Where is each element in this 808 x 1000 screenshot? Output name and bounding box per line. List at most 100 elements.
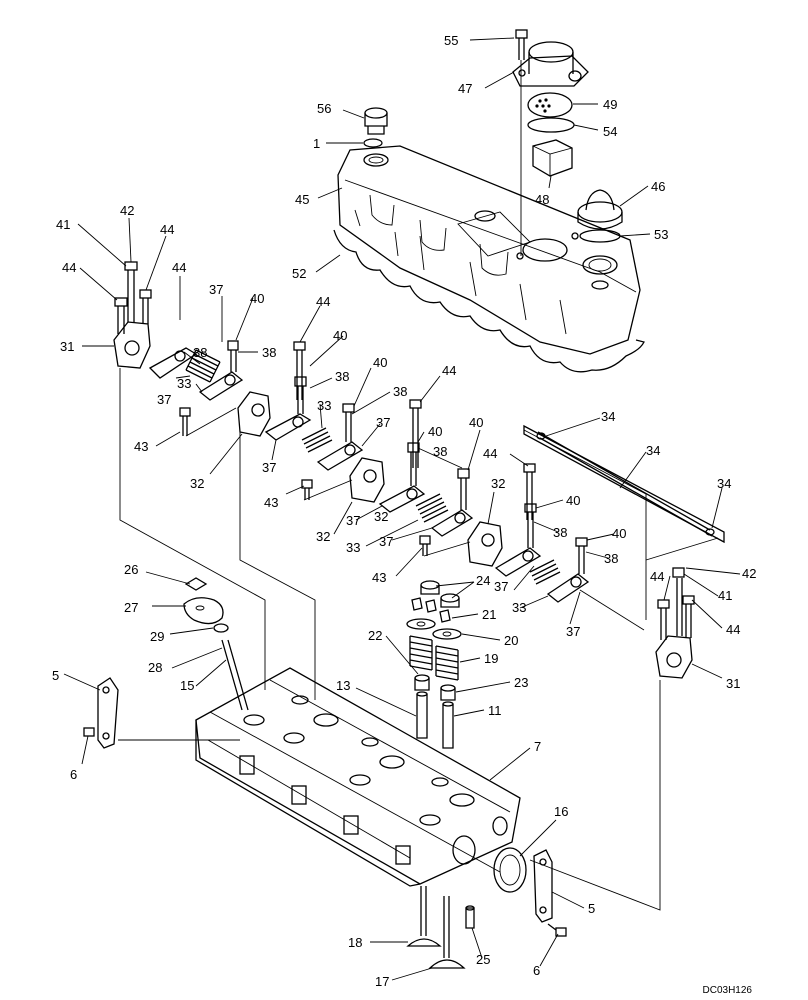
label-37: 37 [494, 579, 508, 594]
label-38: 38 [393, 384, 407, 399]
label-29: 29 [150, 629, 164, 644]
label-18: 18 [348, 935, 362, 950]
rocker-arm-mid-2-part [316, 403, 364, 471]
label-23: 23 [514, 675, 528, 690]
dowel-pin-part [465, 905, 475, 929]
rocker-arm-mid-4-part [430, 468, 474, 537]
rocker-arm-left-1-part [148, 347, 198, 379]
label-22: 22 [368, 628, 382, 643]
label-21: 21 [482, 607, 496, 622]
label-38: 38 [335, 369, 349, 384]
breather-cap-part [512, 41, 589, 87]
label-33: 33 [346, 540, 360, 555]
label-44: 44 [442, 363, 456, 378]
label-34: 34 [601, 409, 615, 424]
rocker-arm-right-2-part [546, 537, 590, 603]
rocker-arm-right-1-part [494, 503, 542, 577]
rocker-shaft-part [523, 424, 725, 620]
label-31: 31 [726, 676, 740, 691]
label-32: 32 [491, 476, 505, 491]
label-25: 25 [476, 952, 490, 967]
valve-caps-part [420, 580, 460, 608]
label-34: 34 [646, 443, 660, 458]
label-26: 26 [124, 562, 138, 577]
bolts-43-part [179, 407, 431, 556]
label-41: 41 [56, 217, 70, 232]
label-33: 33 [177, 376, 191, 391]
label-19: 19 [484, 651, 498, 666]
cylinder-head-part [195, 667, 521, 887]
label-43: 43 [372, 570, 386, 585]
valve-guides-part [416, 691, 454, 749]
label-20: 20 [504, 633, 518, 648]
valve-stem-seals-part [414, 674, 456, 701]
label-55: 55 [444, 33, 458, 48]
rocker-cover-assembly [333, 29, 645, 373]
label-27: 27 [124, 600, 138, 615]
label-15: 15 [180, 678, 194, 693]
label-16: 16 [554, 804, 568, 819]
label-37: 37 [376, 415, 390, 430]
label-53: 53 [654, 227, 668, 242]
label-33: 33 [317, 398, 331, 413]
label-5: 5 [52, 668, 59, 683]
label-41: 41 [718, 588, 732, 603]
drawing-code: DC03H126 [703, 985, 753, 996]
label-54: 54 [603, 124, 617, 139]
label-5: 5 [588, 901, 595, 916]
label-1: 1 [313, 136, 320, 151]
rocker-bracket-32b-part [349, 399, 422, 503]
label-45: 45 [295, 192, 309, 207]
plug-56-part [364, 107, 388, 135]
label-38: 38 [604, 551, 618, 566]
rocker-arm-mid-1-part [264, 376, 312, 441]
label-38: 38 [193, 345, 207, 360]
rocker-bracket-left-part [113, 261, 152, 369]
label-7: 7 [534, 739, 541, 754]
label-40: 40 [373, 355, 387, 370]
label-44: 44 [316, 294, 330, 309]
label-34: 34 [717, 476, 731, 491]
valve-collets-part [411, 597, 451, 623]
label-38: 38 [262, 345, 276, 360]
rocker-arm-mid-3-part [378, 442, 426, 513]
label-37: 37 [346, 513, 360, 528]
label-52: 52 [292, 266, 306, 281]
rocker-cover-part [337, 145, 641, 355]
label-31: 31 [60, 339, 74, 354]
label-6: 6 [70, 767, 77, 782]
rocker-bracket-right-part [655, 567, 695, 679]
o-ring-54-part [527, 117, 575, 133]
lifting-bracket-right-part [533, 849, 567, 937]
rocker-arm-assembly [113, 261, 725, 911]
label-32: 32 [316, 529, 330, 544]
leader-lines [63, 37, 741, 981]
spring-mid-1-part [301, 427, 333, 453]
label-38: 38 [553, 525, 567, 540]
stud-plate-part [183, 577, 249, 711]
label-40: 40 [250, 291, 264, 306]
label-24: 24 [476, 573, 490, 588]
filter-element-part [527, 92, 573, 118]
label-43: 43 [264, 495, 278, 510]
label-28: 28 [148, 660, 162, 675]
baffle-part [532, 139, 573, 177]
label-44: 44 [650, 569, 664, 584]
spring-right-1-part [529, 559, 561, 585]
bolt-55-part [515, 29, 528, 60]
label-40: 40 [333, 328, 347, 343]
label-47: 47 [458, 81, 472, 96]
label-56: 56 [317, 101, 331, 116]
label-40: 40 [469, 415, 483, 430]
label-11: 11 [488, 703, 502, 718]
label-44: 44 [726, 622, 740, 637]
label-33: 33 [512, 600, 526, 615]
valves-part [406, 886, 466, 969]
spring-retainers-part [406, 618, 462, 640]
label-44: 44 [62, 260, 76, 275]
label-48: 48 [535, 192, 549, 207]
label-37: 37 [262, 460, 276, 475]
label-44: 44 [172, 260, 186, 275]
label-38: 38 [433, 444, 447, 459]
